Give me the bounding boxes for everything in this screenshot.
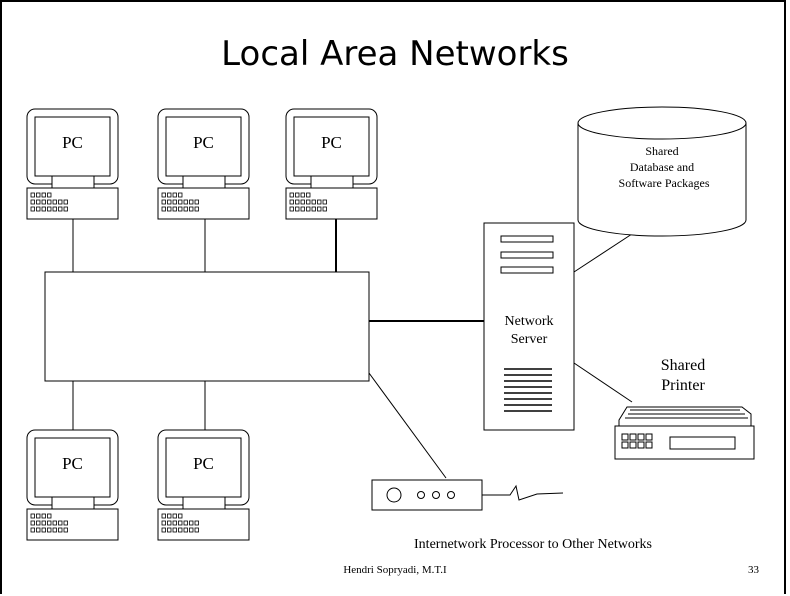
- page-number: 33: [748, 564, 759, 576]
- network-server-tower: Network Server: [483, 222, 575, 431]
- printer-label-line-1: Shared: [661, 357, 705, 374]
- pc-workstation: PC: [26, 429, 119, 541]
- keyboard-keys: [30, 513, 68, 533]
- server-label-line-1: Network: [505, 314, 554, 329]
- pc-workstation: PC: [26, 108, 119, 220]
- shared-printer: [614, 406, 755, 460]
- shared-database-cylinder: Shared Database and Software Packages: [577, 106, 747, 237]
- connector-line: [573, 362, 633, 403]
- connector-line: [573, 231, 636, 273]
- keyboard-keys: [30, 192, 68, 212]
- pc-label: PC: [193, 133, 214, 152]
- internetwork-label: Internetwork Processor to Other Networks: [414, 537, 652, 552]
- pc-workstation: PC: [285, 108, 378, 220]
- pc-workstation: PC: [157, 108, 250, 220]
- database-label-line-2: Database and: [630, 160, 694, 174]
- slide-title: Local Area Networks: [221, 34, 569, 74]
- database-label-line-1: Shared: [645, 144, 678, 158]
- internetwork-processor: [371, 479, 564, 511]
- keyboard-keys: [289, 192, 327, 212]
- pc-label: PC: [193, 454, 214, 473]
- pc-label: PC: [321, 133, 342, 152]
- pc-workstation: PC: [157, 429, 250, 541]
- pc-label: PC: [62, 133, 83, 152]
- server-label-line-2: Server: [511, 332, 548, 347]
- server-vent-lines: [504, 368, 552, 412]
- keyboard-keys: [161, 192, 199, 212]
- footer-author: Hendri Sopryadi, M.T.I: [343, 564, 447, 576]
- printer-label-line-2: Printer: [661, 377, 705, 394]
- connector-line: [368, 372, 447, 479]
- lan-hub: [44, 271, 370, 382]
- keyboard-keys: [161, 513, 199, 533]
- pc-label: PC: [62, 454, 83, 473]
- database-label-line-3: Software Packages: [619, 176, 710, 190]
- wireless-link: [482, 484, 564, 501]
